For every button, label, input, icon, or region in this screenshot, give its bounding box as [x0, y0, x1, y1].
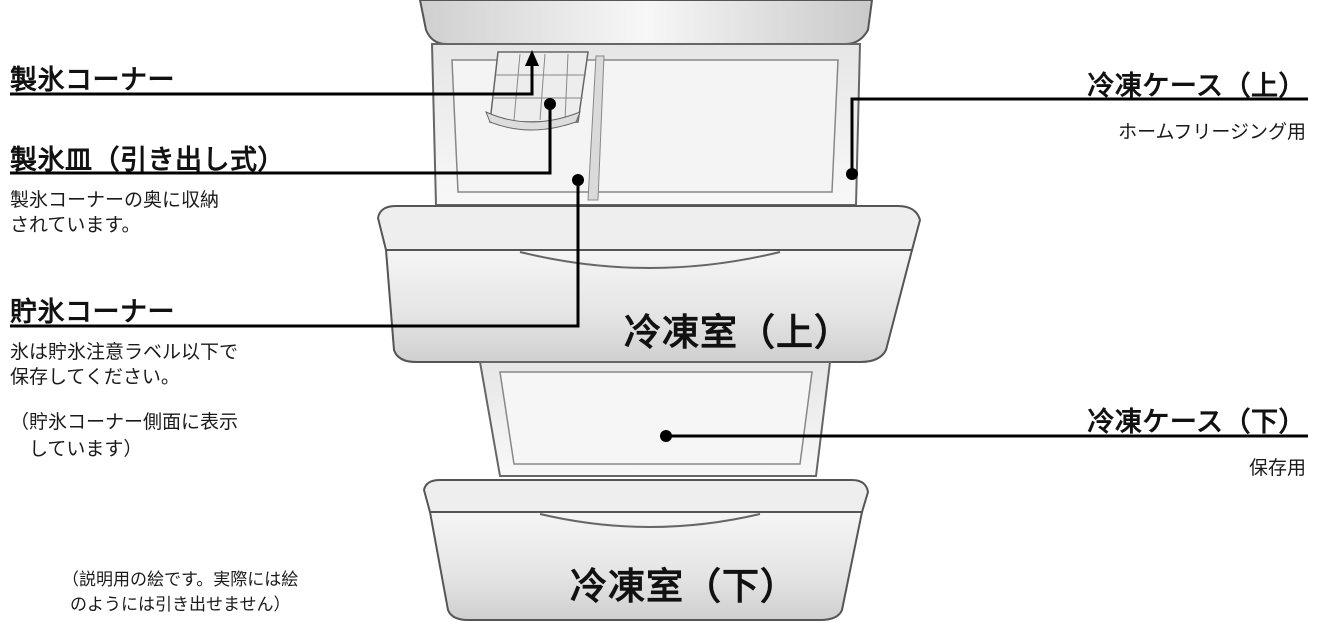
leader-dots: [544, 98, 858, 442]
upper-freezer-case: [430, 43, 862, 206]
ice-storage-desc-2: 保存してください。: [10, 366, 180, 388]
leader-ice-corner: [10, 58, 534, 96]
freezer-case-lower-desc: 保存用: [1248, 457, 1306, 479]
ice-storage-desc-4: しています）: [10, 438, 143, 460]
leader-ice-tray: [10, 104, 552, 175]
lower-drawer-front: [422, 479, 870, 621]
leader-case-upper: [850, 97, 1308, 174]
fridge-top-door: [418, 0, 874, 45]
leader-ice-storage: [10, 180, 580, 328]
upper-freezer-drawer-label: 冷凍室（上）: [624, 311, 852, 354]
freezer-case-upper-label: 冷凍ケース（上）: [1087, 71, 1306, 102]
illustration-note-1: （説明用の絵です。実際には絵: [62, 570, 299, 590]
upper-drawer-front: [376, 205, 922, 363]
ice-tray-label: 製氷皿（引き出し式）: [10, 145, 285, 176]
lower-freezer-case: [478, 361, 832, 477]
leader-lines: [10, 50, 1308, 438]
ice-storage-label: 貯氷コーナー: [10, 297, 175, 328]
ice-corner-label: 製氷コーナー: [10, 65, 175, 96]
illustration-note-2: のようには引き出せません）: [70, 595, 291, 615]
ice-tray-desc-2: されています。: [10, 214, 141, 236]
arrow-head: [525, 50, 539, 66]
lower-freezer-drawer-label: 冷凍室（下）: [570, 565, 798, 608]
ice-storage-desc-3: （貯氷コーナー側面に表示: [10, 411, 239, 433]
ice-storage-desc-1: 氷は貯氷注意ラベル以下で: [10, 341, 239, 363]
ice-tray-desc-1: 製氷コーナーの奥に収納: [10, 189, 220, 211]
freezer-case-upper-desc: ホームフリージング用: [1118, 121, 1306, 143]
freezer-case-lower-label: 冷凍ケース（下）: [1087, 407, 1306, 438]
